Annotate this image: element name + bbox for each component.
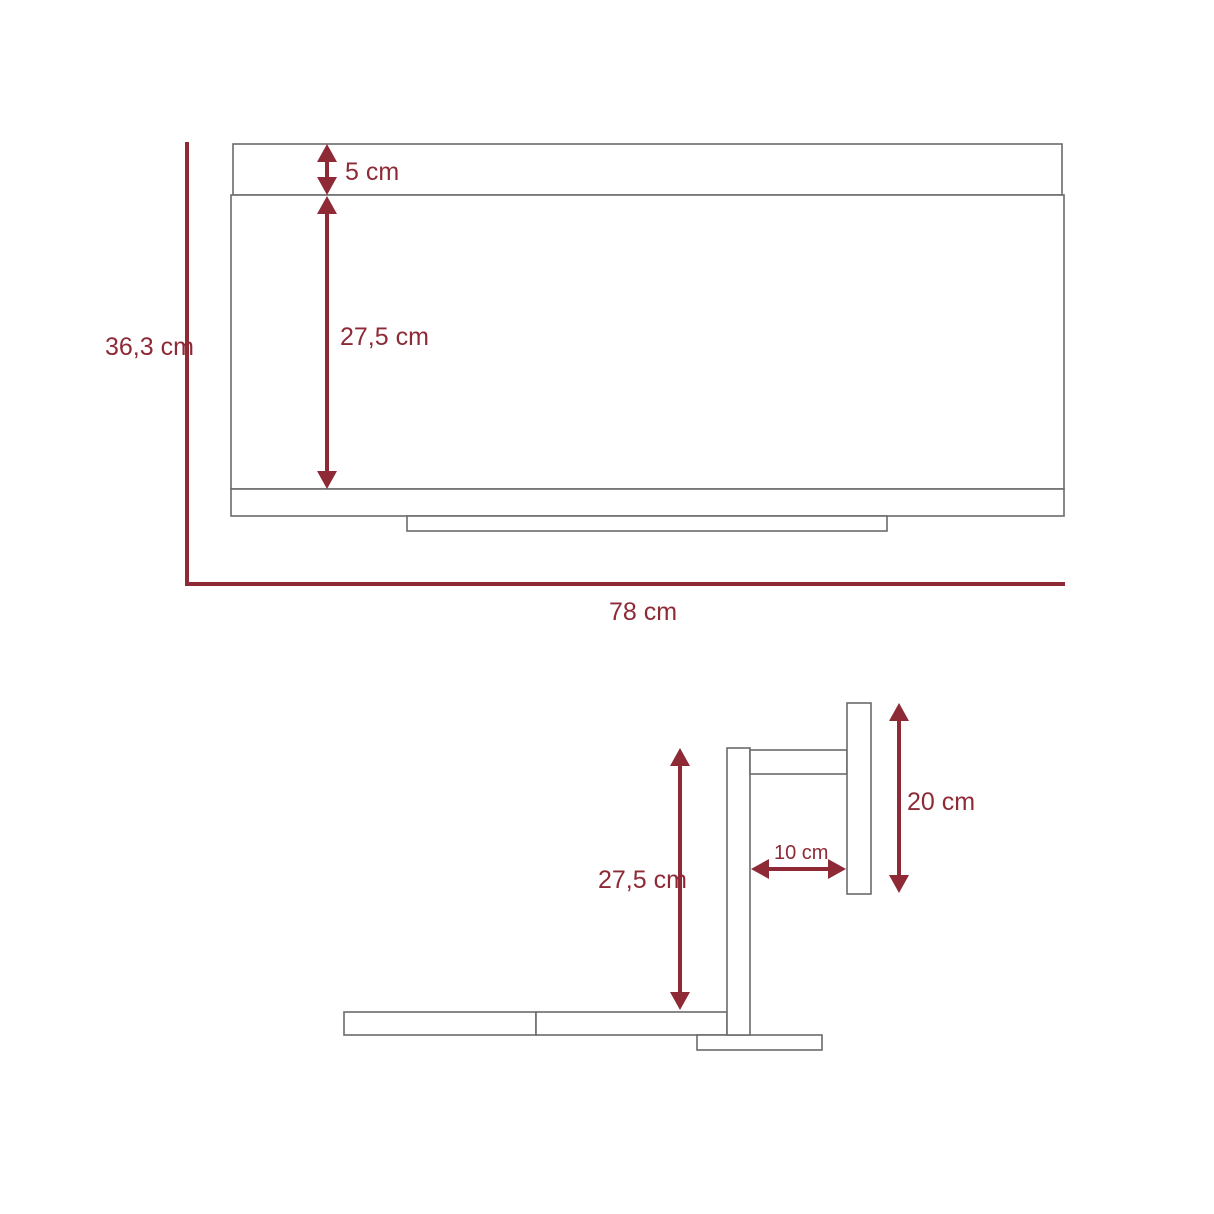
base-plinth [406, 515, 888, 532]
depth-arrow [751, 859, 846, 879]
overall-height-label: 36,3 cm [105, 333, 194, 361]
back-panel [846, 702, 872, 895]
shelf-left-segment [343, 1011, 537, 1036]
connector-bar [749, 749, 848, 775]
top-dimension-arrow [317, 144, 337, 195]
side-view: 27,5 cm 10 cm 20 cm [343, 702, 975, 1051]
bottom-panel [230, 488, 1065, 517]
shelf-right-segment [535, 1011, 728, 1036]
back-panel-label: 20 cm [907, 788, 975, 816]
back-panel-arrow [889, 703, 909, 893]
top-dimension-label: 5 cm [345, 158, 399, 186]
overall-width-label: 78 cm [609, 598, 677, 626]
vertical-upright [726, 747, 751, 1036]
side-height-label: 27,5 cm [598, 866, 687, 894]
side-height-arrow [670, 748, 690, 1010]
body-dimension-label: 27,5 cm [340, 323, 429, 351]
depth-label: 10 cm [774, 842, 828, 864]
body-dimension-arrow [317, 196, 337, 489]
front-view: 5 cm 27,5 cm 36,3 cm 78 cm [105, 142, 1065, 626]
height-axis-line [185, 142, 1065, 586]
body-panel [230, 194, 1065, 490]
top-panel [232, 143, 1063, 196]
side-base [696, 1034, 823, 1051]
